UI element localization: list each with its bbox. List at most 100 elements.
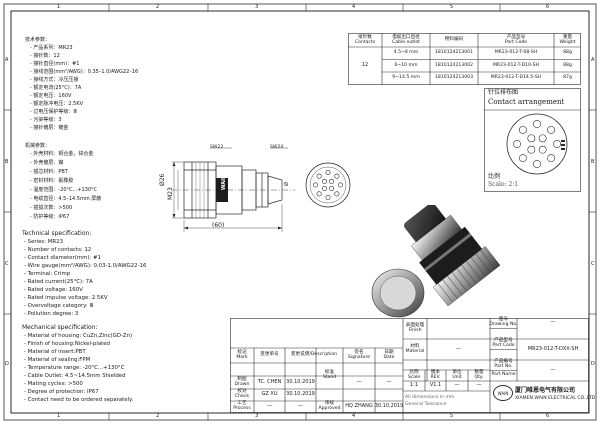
cn-material-line: - 防护等级：IP67 — [30, 214, 70, 220]
header-cn: 电缆出口直径 — [392, 34, 420, 40]
label-cn: 标准 — [324, 370, 335, 376]
zone-bottom-3: 3 — [255, 413, 259, 419]
label-cn: 表面处理 — [405, 322, 425, 328]
cn-spec-line: - 接线范围(mm²/AWG)：0.35–1.0/AWG22–16 — [30, 69, 139, 75]
contact-pin — [533, 160, 541, 168]
contact-arrangement-diagram — [506, 113, 568, 175]
label-en: Stand — [322, 375, 337, 380]
label-cn: 版本 — [430, 369, 441, 375]
label-cn: 审核 — [324, 401, 335, 407]
contact-pin — [321, 178, 327, 184]
cn-material-line: - 外壳材料：铜合金，锌合金 — [30, 151, 94, 157]
tb-change-no: 变更单号 — [260, 352, 279, 358]
cn-spec-line: - 接针镀层：镀金 — [30, 125, 69, 131]
contact-pin — [321, 186, 327, 192]
zone-top-4: 4 — [352, 4, 356, 10]
tb-part-no: 产品编号 Part No. — [490, 359, 517, 370]
zone-side-a-right: A — [591, 57, 595, 63]
header-en: Part Code — [504, 39, 528, 45]
contacts-value: 12 — [361, 62, 369, 69]
label-en: Check — [234, 394, 250, 399]
cn-material-line: - 电缆直径：4.5–14.5mm 屏蔽 — [30, 196, 102, 202]
zone-side-c: C — [5, 261, 9, 267]
label-cn: 标记 — [237, 349, 247, 355]
table-cell: 88g — [563, 49, 572, 55]
en-spec-line: - Pollution degree: 3 — [24, 311, 79, 317]
label-cn: 工艺 — [237, 401, 247, 407]
connector-render — [371, 205, 500, 318]
label-en: Description — [310, 352, 338, 358]
connector-front-view — [305, 162, 351, 208]
label-en: Signature — [347, 354, 371, 360]
dim-length-60: (60) — [212, 222, 225, 229]
label-en: Drawing No. — [489, 322, 518, 327]
label-cn: 比例 — [409, 369, 419, 375]
label-cn: 制图 — [237, 376, 247, 382]
en-mech-line: - Material of insert:PBT — [24, 349, 86, 355]
tb-rev: 版本 REV. — [425, 370, 446, 381]
header-en: Cable outlet — [392, 39, 420, 45]
label-en: Unit — [452, 374, 462, 380]
zone-bottom-5: 5 — [450, 413, 454, 419]
en-spec-line: - Overvoltage category: Ⅲ — [24, 303, 94, 309]
cn-spec-line: - 接针数：12 — [30, 53, 60, 59]
zone-bottom-2: 2 — [156, 413, 160, 419]
tb-scale-value: 1:1 — [409, 382, 419, 389]
dim-cable-diameter: Ø — [284, 182, 290, 186]
en-specs-header: Technical specification: — [22, 230, 92, 237]
cn-material-line: - 插芯材料：PBT — [30, 169, 68, 175]
table-cell: 88g — [563, 62, 572, 68]
tb-approved-name: HQ ZHANG — [345, 403, 373, 410]
cn-material-line: - 插拔次数：>500 — [30, 205, 73, 211]
zone-side-c-right: C — [591, 261, 595, 267]
en-mech-line: - Temperature range: -20°C...+130°C — [24, 365, 125, 371]
tb-check-date: 30.10.2019 — [286, 391, 315, 398]
header-cn: 接针数 — [358, 34, 372, 40]
label-en: Part Code — [492, 343, 515, 348]
en-mech-line: - Degree of protection: IP67 — [24, 389, 99, 395]
en-spec-line: - Series: MR23 — [24, 239, 64, 245]
tb-date: 日期 Date — [375, 348, 403, 363]
title-block-grid — [230, 318, 589, 413]
tb-approved: 审核 Approved — [316, 401, 343, 413]
header-en: Weight — [559, 39, 576, 45]
contact-pin — [313, 182, 319, 188]
contact-pin — [329, 178, 335, 184]
tb-unit-value: — — [454, 382, 460, 389]
label-cn: 校对 — [237, 389, 247, 395]
cn-spec-line: - 过电压保护等级：Ⅲ — [30, 109, 77, 115]
en-spec-line: - Rated current(25°C): 7A — [24, 279, 93, 285]
table-cell: MR23-012-T-D14.5-SH — [490, 74, 542, 80]
scale-label-en: Scale: 2:1 — [488, 181, 519, 188]
dim-sw-b: SW24 — [270, 145, 284, 150]
key-mark — [561, 140, 565, 142]
tb-part-code: 产品型号 Part Code — [490, 338, 517, 349]
table-cell: 9~14.5 mm — [392, 74, 420, 80]
cn-material-line: - 外壳镀层：镍 — [30, 160, 64, 166]
label-cn: 变更说明 — [290, 352, 310, 358]
tb-process: 工艺 Process — [230, 401, 254, 413]
en-mech-line: - Cable Outlet: 4.5~14.5mm Shielded — [24, 373, 126, 379]
tb-drawing-no-value: — — [550, 319, 556, 326]
table-cell: 1810124213003 — [435, 74, 473, 80]
parts-table-grid — [348, 33, 581, 85]
tb-check-name: GZ XU — [261, 391, 278, 398]
zone-bottom-4: 4 — [352, 413, 356, 419]
en-mech-line: - Contact need to be ordered separately. — [24, 397, 134, 403]
zone-bottom-1: 1 — [57, 413, 61, 419]
contact-pin — [527, 134, 536, 143]
zone-side-b: B — [5, 159, 9, 165]
contact-arrangement-frame — [484, 88, 581, 192]
tb-process-date: — — [298, 403, 303, 410]
table-cell: 87g — [563, 74, 572, 80]
dim-sw-a: SW22 — [210, 145, 224, 150]
label-en: Drawn — [234, 381, 250, 387]
dim-thread-m23: M23 — [167, 187, 174, 200]
tb-drawn: 制图 Drawn — [230, 376, 254, 389]
zone-top-1: 1 — [57, 4, 61, 10]
table-cell: MR23-012-T-08-SH — [494, 49, 538, 55]
tb-part-name: Part Name — [490, 370, 517, 381]
header-cn: 产品型号 — [506, 34, 526, 40]
tb-qty: 数量 Qty. — [468, 370, 490, 381]
connector-side-view — [172, 147, 295, 232]
